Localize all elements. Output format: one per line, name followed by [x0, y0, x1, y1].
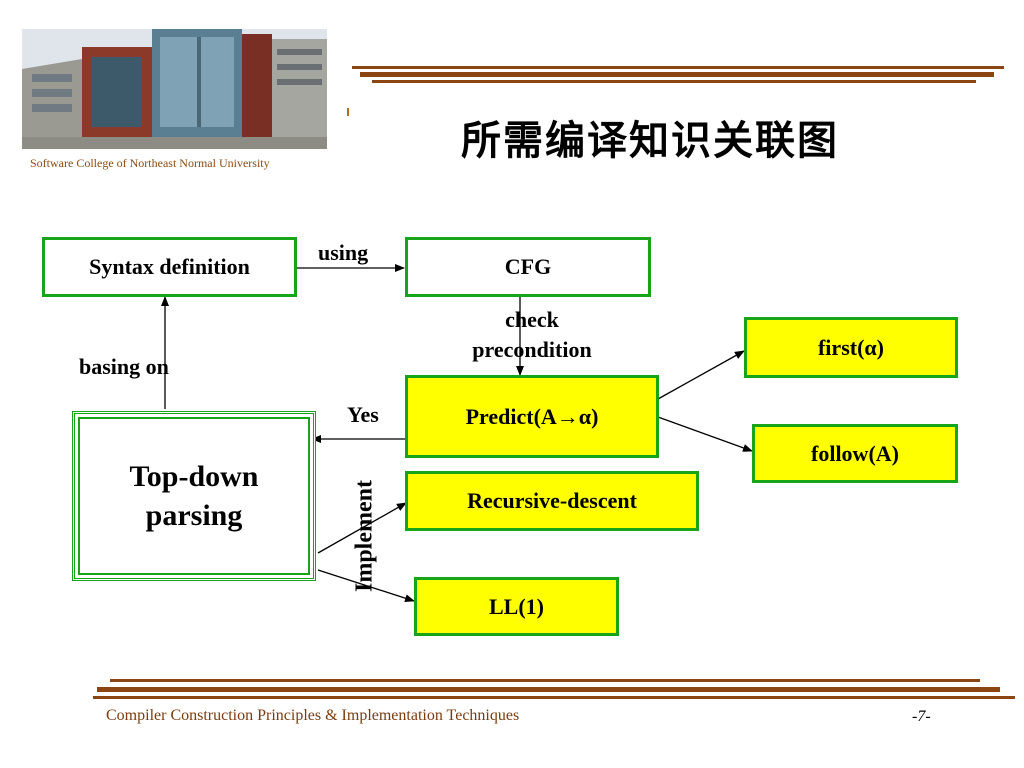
- footer-rule-middle: [97, 687, 1000, 692]
- label-implement: Implement: [351, 480, 378, 592]
- label-check-line2: precondition: [472, 336, 592, 362]
- arrow-ll1: [317, 569, 415, 603]
- node-cfg: CFG: [405, 237, 651, 297]
- slide-title: 所需编译知识关联图: [461, 118, 839, 164]
- label-check-line1: check: [505, 307, 559, 332]
- top-down-line1: Top-down: [129, 460, 259, 493]
- label-check-precondition: check precondition: [452, 305, 612, 364]
- node-top-down-parsing: Top-down parsing: [72, 411, 316, 581]
- arrow-recursive-descent: [317, 502, 407, 554]
- node-first: first(α): [744, 317, 958, 378]
- arrow-follow: [657, 416, 753, 452]
- college-name: Software College of Northeast Normal Uni…: [30, 156, 270, 170]
- college-building-photo: [22, 29, 327, 149]
- label-basing-on: basing on: [79, 354, 169, 379]
- top-down-line2: parsing: [145, 499, 243, 532]
- header-tick: [347, 108, 349, 116]
- footer-course-title: Compiler Construction Principles & Imple…: [106, 707, 520, 724]
- arrow-first: [657, 350, 745, 400]
- footer-page-number: -7-: [912, 708, 931, 725]
- node-recursive-descent: Recursive-descent: [405, 471, 699, 531]
- header-rule-middle: [360, 72, 994, 77]
- node-follow: follow(A): [752, 424, 958, 483]
- footer-rule-bottom: [93, 696, 1015, 699]
- header-rule-bottom: [372, 80, 976, 83]
- node-predict: Predict(A→α): [405, 375, 659, 458]
- label-yes: Yes: [347, 402, 379, 427]
- footer-rule-top: [110, 679, 980, 682]
- header-rule-top: [352, 66, 1004, 69]
- node-ll1: LL(1): [414, 577, 619, 636]
- node-syntax-definition: Syntax definition: [42, 237, 297, 297]
- label-using: using: [318, 240, 369, 265]
